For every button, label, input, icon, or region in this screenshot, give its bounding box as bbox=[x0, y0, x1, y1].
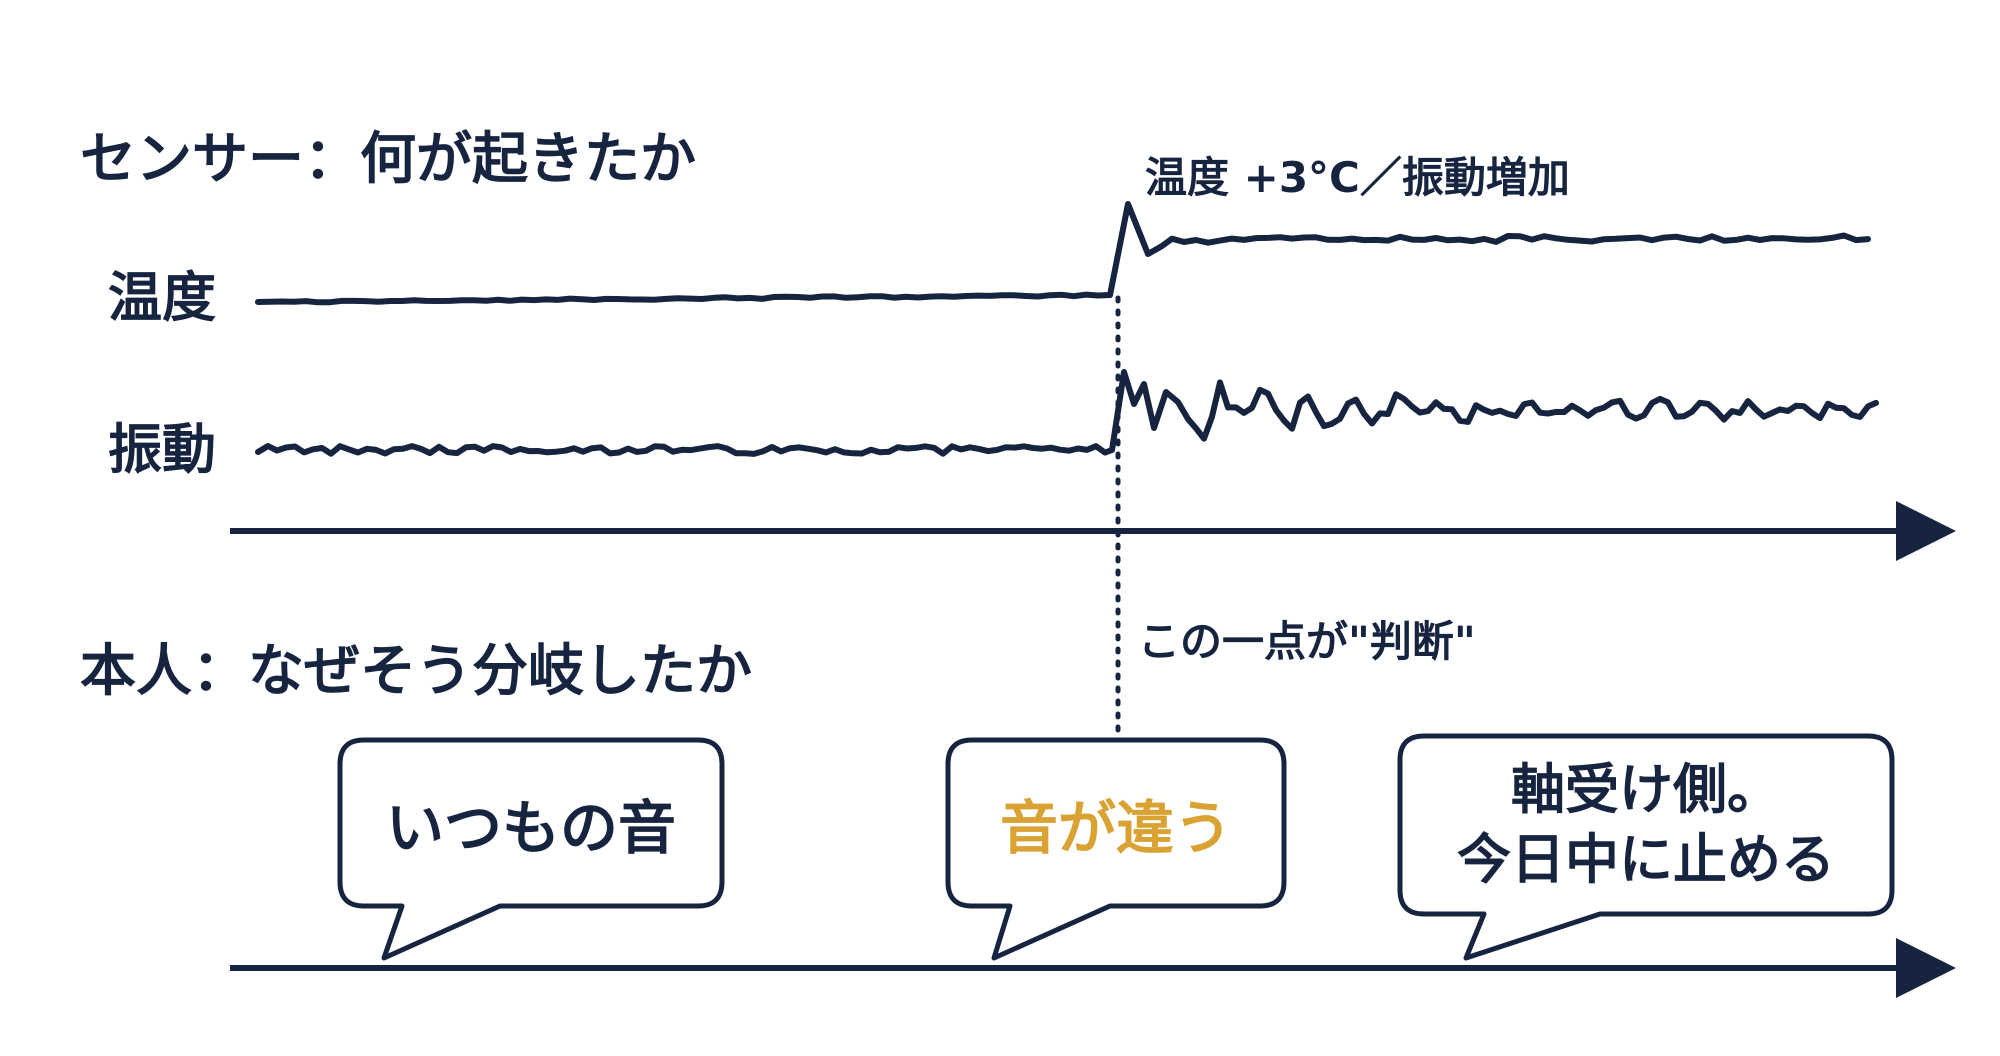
change-annotation: 温度 +3°C／振動増加 bbox=[1145, 153, 1570, 202]
vibration-trace bbox=[255, 369, 1879, 457]
bubble-text-line-2: 今日中に止める bbox=[1457, 828, 1835, 891]
vibration-label: 振動 bbox=[108, 418, 216, 481]
temperature-label: 温度 bbox=[108, 266, 216, 329]
bubble-text-highlight: 音が違う bbox=[1000, 794, 1232, 862]
decision-annotation: この一点が"判断" bbox=[1138, 617, 1476, 666]
speech-bubble-sound-differs: 音が違う bbox=[945, 737, 1287, 961]
temperature-trace bbox=[255, 201, 1871, 306]
speech-bubble-usual-sound: いつもの音 bbox=[337, 737, 725, 961]
sensor-heading: センサー：何が起きたか bbox=[80, 127, 696, 192]
bubble-text-line-1: 軸受け側。 bbox=[1511, 758, 1781, 821]
bubble-text: いつもの音 bbox=[386, 794, 676, 862]
speech-bubble-bearing-stop: 軸受け側。 今日中に止める bbox=[1397, 733, 1895, 961]
person-heading: 本人：なぜそう分岐したか bbox=[80, 639, 752, 704]
